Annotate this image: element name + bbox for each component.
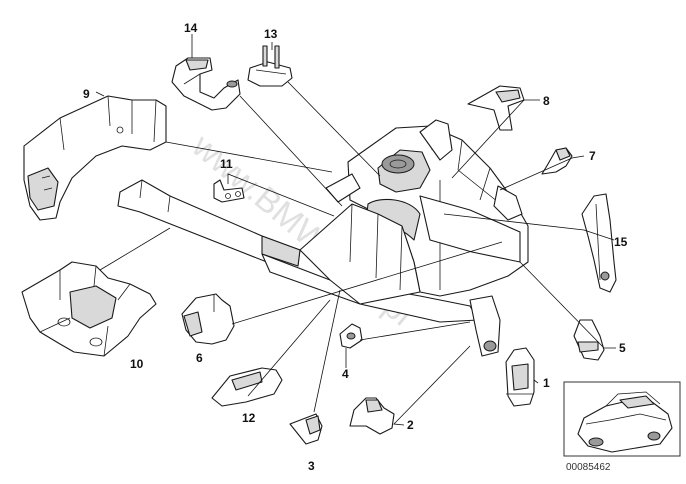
part-12-chassis-block[interactable] (211, 367, 283, 407)
part-10-underbody-panel[interactable] (21, 261, 157, 357)
part-8-strut-bracket[interactable] (467, 85, 525, 131)
part-15-pillar-reinforcement[interactable] (581, 193, 617, 293)
callout-13: 13 (264, 27, 278, 41)
callout-6: 6 (196, 351, 203, 365)
part-7-angle-bracket[interactable] (541, 147, 573, 175)
car-inset-thumbnail: 00085462 (563, 381, 681, 473)
part-13-stud-bracket[interactable] (247, 45, 293, 87)
part-11-small-bracket[interactable] (213, 179, 245, 203)
callout-12: 12 (242, 411, 256, 425)
callout-15: 15 (614, 235, 628, 249)
part-4-small-plate[interactable] (339, 323, 363, 349)
part-5-bracket-plate[interactable] (573, 319, 605, 361)
callout-10: 10 (130, 357, 144, 371)
part-14-upper-bracket[interactable] (171, 57, 241, 111)
callout-11: 11 (220, 157, 233, 171)
callout-7: 7 (589, 149, 596, 163)
callout-3: 3 (308, 459, 315, 473)
callout-5: 5 (619, 341, 626, 355)
callout-9: 9 (83, 87, 90, 101)
image-code-label: 00085462 (566, 462, 611, 473)
leader-lines (95, 34, 616, 426)
main-body-structure (117, 119, 529, 357)
callout-labels: 1 2 3 4 5 6 7 8 9 10 11 12 13 14 15 (83, 21, 628, 473)
callout-1: 1 (543, 376, 550, 390)
callout-8: 8 (543, 94, 550, 108)
part-9-wheel-arch-panel[interactable] (23, 95, 167, 221)
part-3-wedge[interactable] (289, 413, 323, 445)
part-2-mount-bracket[interactable] (349, 397, 395, 435)
part-6-bracket[interactable] (181, 293, 235, 345)
part-1-support-bracket[interactable] (505, 347, 535, 407)
callout-4: 4 (342, 367, 349, 381)
callout-2: 2 (407, 418, 414, 432)
callout-14: 14 (184, 21, 198, 35)
